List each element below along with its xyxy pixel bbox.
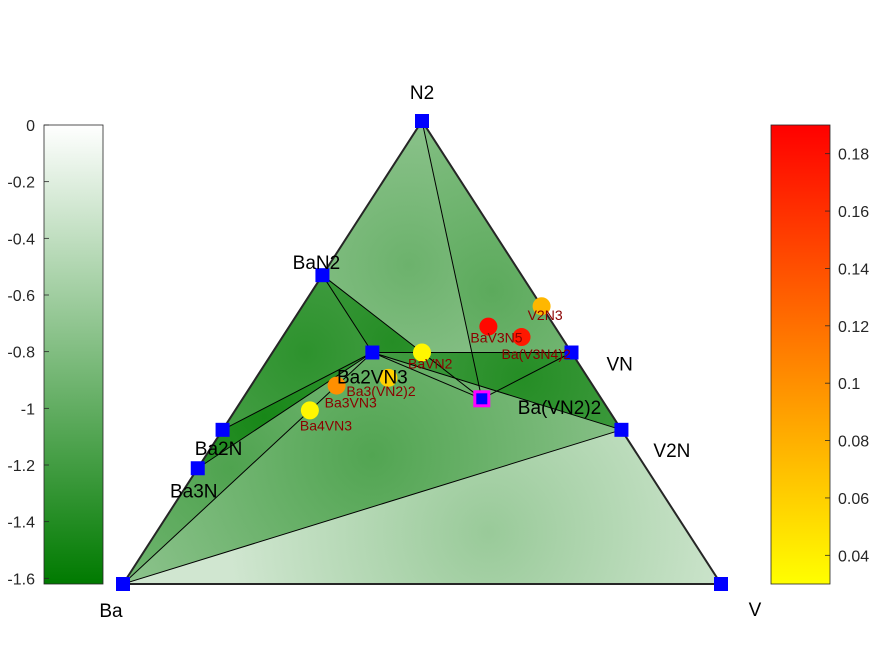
unstable-phase-label: BaVN2 [408, 356, 453, 372]
right-colorbar-tick-label: 0.12 [838, 319, 869, 336]
unstable-phase-marker [327, 376, 346, 395]
stable-phase-label: Ba3N [170, 481, 218, 502]
right-colorbar-tick-label: 0.06 [838, 491, 869, 508]
stable-phase-label: Ba [99, 601, 123, 622]
unstable-phase-label: BaV3N5 [470, 330, 522, 346]
right-colorbar-tick-label: 0.1 [838, 376, 860, 393]
unstable-phase-marker [300, 401, 319, 420]
stable-phase-marker [473, 390, 491, 408]
stable-phase-marker [614, 422, 629, 437]
unstable-phase-marker [512, 328, 531, 347]
left-colorbar-tick-label: -0.8 [7, 345, 35, 362]
stable-phase-marker [714, 577, 728, 591]
stable-phase-marker [315, 268, 330, 283]
unstable-phase-markers [300, 297, 551, 420]
left-colorbar-tick-label: -0.6 [7, 288, 35, 305]
unstable-phase-label: Ba3VN3 [325, 395, 377, 411]
tie-line [322, 274, 373, 353]
right-colorbar-tick-label: 0.14 [838, 261, 869, 278]
right-colorbar-tick-label: 0.16 [838, 204, 869, 221]
right-colorbar-ticks: 0.18 0.16 0.14 0.12 0.1 0.08 0.06 0.04 [825, 147, 869, 565]
phase-labels: V2N3Ba(V3N4)2BaVN2BaV3N5Ba3(VN2)2Ba4VN3B… [99, 83, 761, 622]
unstable-phase-label: V2N3 [528, 307, 563, 323]
left-colorbar-ticks: 0 -0.2 -0.4 -0.6 -0.8 -1 -1.2 -1.4 -1.6 [7, 118, 49, 588]
left-colorbar-gradient [43, 124, 104, 585]
unstable-phase-marker [413, 343, 431, 362]
unstable-phase-label: Ba3(VN2)2 [346, 383, 415, 399]
tie-line [372, 352, 482, 400]
energy-facet [422, 121, 572, 399]
stable-phase-markers [116, 114, 728, 591]
stable-phase-label: Ba2N [195, 439, 243, 460]
tie-line [122, 429, 622, 585]
unstable-phase-label: Ba4VN3 [300, 417, 352, 433]
tie-line [222, 352, 373, 431]
left-colorbar-tick-label: -1.4 [7, 515, 35, 532]
stable-phase-label: Ba2VN3 [337, 368, 408, 389]
left-colorbar: 0 -0.2 -0.4 -0.6 -0.8 -1 -1.2 -1.4 -1.6 [7, 118, 104, 588]
stable-phase-marker [365, 345, 380, 360]
stable-phase-label: Ba(VN2)2 [518, 398, 601, 419]
left-colorbar-tick-label: 0 [26, 118, 35, 135]
tie-line [197, 352, 373, 469]
right-colorbar-gradient [770, 124, 831, 585]
stable-phase-label: V2N [653, 441, 690, 462]
unstable-phase-marker [379, 368, 398, 387]
tie-line [372, 352, 622, 431]
stable-phase-marker [415, 114, 429, 128]
energy-facet [123, 352, 622, 584]
left-colorbar-tick-label: -0.4 [7, 231, 35, 248]
left-colorbar-tick-label: -1.6 [7, 571, 35, 588]
stable-phase-marker [564, 345, 579, 360]
unstable-phase-label: Ba(V3N4)2 [502, 346, 571, 362]
unstable-phase-marker [479, 317, 498, 336]
left-colorbar-tick-label: -0.2 [7, 175, 35, 192]
stable-phase-label: BaN2 [293, 253, 341, 274]
energy-facet [322, 121, 482, 399]
energy-facet [222, 275, 373, 430]
left-colorbar-tick-label: -1 [21, 401, 35, 418]
stable-phase-label: V [749, 600, 762, 621]
right-colorbar-tick-label: 0.08 [838, 434, 869, 451]
right-colorbar-tick-label: 0.18 [838, 147, 869, 164]
stable-phase-marker [190, 461, 205, 476]
unstable-phase-marker [532, 297, 551, 316]
stable-phase-marker [116, 577, 130, 591]
right-colorbar: 0.18 0.16 0.14 0.12 0.1 0.08 0.06 0.04 [770, 124, 869, 585]
stable-phase-label: N2 [410, 83, 434, 104]
energy-facet [123, 429, 721, 584]
stable-phase-label: VN [607, 355, 633, 376]
stable-phase-marker [215, 422, 230, 437]
right-colorbar-tick-label: 0.04 [838, 548, 869, 565]
left-colorbar-tick-label: -1.2 [7, 458, 35, 475]
